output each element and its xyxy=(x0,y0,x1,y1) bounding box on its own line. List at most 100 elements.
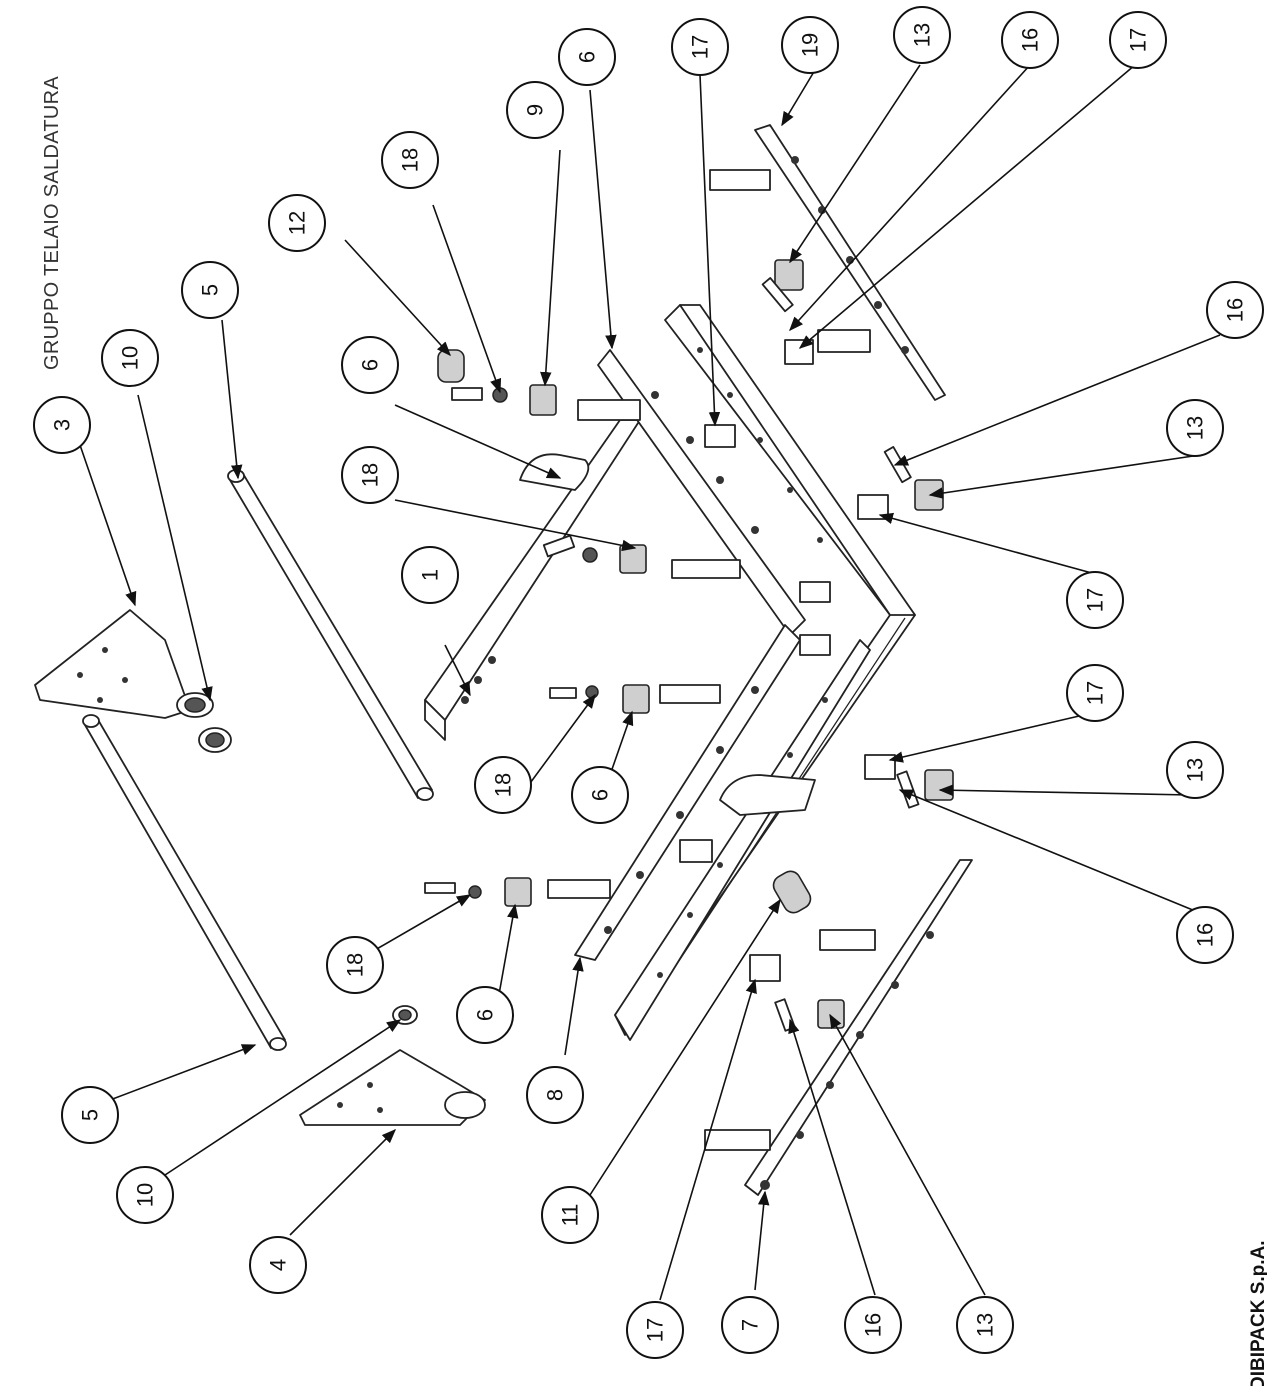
balloon-label: 9 xyxy=(523,104,548,116)
manufacturer-mark: DIBIPACK S.p.A. xyxy=(1248,1240,1267,1390)
part-balloon: 3 xyxy=(33,396,91,454)
balloon-layer: 3 10 5 12 18 9 6 17 19 13 16 17 6 18 1 16 13 17 17 13 16 6 18 6… xyxy=(33,6,1264,1359)
balloon-label: 6 xyxy=(588,789,613,801)
part-6-blocks xyxy=(504,384,650,907)
balloon-label: 4 xyxy=(266,1259,291,1271)
balloon-circle xyxy=(61,1086,119,1144)
part-balloon: 16 xyxy=(1176,906,1234,964)
part-balloon: 13 xyxy=(956,1296,1014,1354)
title-text: GRUPPO TELAIO SALDATURA xyxy=(41,76,63,370)
balloon-label: 18 xyxy=(358,463,383,487)
balloon-circle xyxy=(474,756,532,814)
part-balloon: 5 xyxy=(181,261,239,319)
part-balloon: 17 xyxy=(1066,664,1124,722)
balloon-label: 13 xyxy=(973,1313,998,1337)
balloon-label: 6 xyxy=(358,359,383,371)
part-balloon: 6 xyxy=(571,766,629,824)
part-balloon: 4 xyxy=(249,1236,307,1294)
balloon-circle xyxy=(1166,399,1224,457)
balloon-circle xyxy=(341,446,399,504)
manufacturer-text: DIBIPACK S.p.A. xyxy=(1248,1240,1267,1386)
part-balloon: 10 xyxy=(116,1166,174,1224)
balloon-label: 6 xyxy=(473,1009,498,1021)
balloon-circle xyxy=(956,1296,1014,1354)
balloon-label: 5 xyxy=(78,1109,103,1121)
drawing-title: GRUPPO TELAIO SALDATURA xyxy=(41,76,63,370)
part-balloon: 18 xyxy=(326,936,384,994)
part-balloon: 17 xyxy=(626,1301,684,1359)
balloon-circle xyxy=(506,81,564,139)
balloon-label: 11 xyxy=(558,1204,583,1227)
part-balloon: 18 xyxy=(381,131,439,189)
part-7-bracket xyxy=(704,859,973,1196)
balloon-label: 10 xyxy=(118,346,143,370)
balloon-circle xyxy=(893,6,951,64)
part-balloon: 17 xyxy=(671,18,729,76)
part-balloon: 13 xyxy=(1166,741,1224,799)
part-balloon: 19 xyxy=(781,16,839,74)
balloon-circle xyxy=(671,18,729,76)
balloon-circle xyxy=(721,1296,779,1354)
balloon-label: 16 xyxy=(1193,923,1218,947)
balloon-circle xyxy=(1166,741,1224,799)
parts-layer xyxy=(34,124,973,1196)
part-balloon: 1 xyxy=(401,546,459,604)
part-balloon: 17 xyxy=(1066,571,1124,629)
part-balloon: 12 xyxy=(268,194,326,252)
balloon-circle xyxy=(844,1296,902,1354)
part-balloon: 11 xyxy=(541,1186,599,1244)
part-balloon: 7 xyxy=(721,1296,779,1354)
part-balloon: 16 xyxy=(1206,281,1264,339)
part-balloon: 16 xyxy=(1001,11,1059,69)
balloon-circle xyxy=(571,766,629,824)
part-frame xyxy=(424,304,916,1041)
part-3-plate xyxy=(34,609,232,753)
leader-lines xyxy=(79,64,1221,1301)
balloon-circle xyxy=(401,546,459,604)
balloon-circle xyxy=(33,396,91,454)
balloon-label: 5 xyxy=(198,284,223,296)
part-balloon: 13 xyxy=(1166,399,1224,457)
balloon-circle xyxy=(526,1066,584,1124)
balloon-label: 6 xyxy=(575,51,600,63)
part-balloon: 8 xyxy=(526,1066,584,1124)
balloon-label: 17 xyxy=(688,35,713,59)
balloon-label: 13 xyxy=(1183,416,1208,440)
part-19-bracket xyxy=(709,124,946,401)
balloon-label: 18 xyxy=(343,953,368,977)
balloon-label: 18 xyxy=(491,773,516,797)
part-balloon: 10 xyxy=(101,329,159,387)
balloon-circle xyxy=(1001,11,1059,69)
part-12-bushing xyxy=(437,349,465,383)
balloon-circle xyxy=(101,329,159,387)
balloon-label: 19 xyxy=(798,33,823,57)
balloon-circle xyxy=(381,131,439,189)
part-5-rods xyxy=(82,469,434,1051)
balloon-label: 16 xyxy=(1223,298,1248,322)
balloon-label: 13 xyxy=(910,23,935,47)
part-balloon: 17 xyxy=(1109,11,1167,69)
balloon-circle xyxy=(558,28,616,86)
balloon-circle xyxy=(1206,281,1264,339)
balloon-label: 10 xyxy=(133,1183,158,1207)
part-balloon: 9 xyxy=(506,81,564,139)
balloon-label: 8 xyxy=(543,1089,568,1101)
balloon-label: 17 xyxy=(643,1318,668,1342)
balloon-circle xyxy=(456,986,514,1044)
balloon-circle xyxy=(326,936,384,994)
part-4-plate xyxy=(299,1005,486,1126)
balloon-circle xyxy=(268,194,326,252)
balloon-circle xyxy=(341,336,399,394)
part-balloon: 18 xyxy=(341,446,399,504)
balloon-label: 16 xyxy=(1018,28,1043,52)
balloon-circle xyxy=(541,1186,599,1244)
part-balloon: 16 xyxy=(844,1296,902,1354)
part-balloon: 6 xyxy=(558,28,616,86)
part-balloon: 18 xyxy=(474,756,532,814)
balloon-circle xyxy=(781,16,839,74)
balloon-label: 17 xyxy=(1083,681,1108,705)
balloon-circle xyxy=(1109,11,1167,69)
balloon-circle xyxy=(1066,664,1124,722)
